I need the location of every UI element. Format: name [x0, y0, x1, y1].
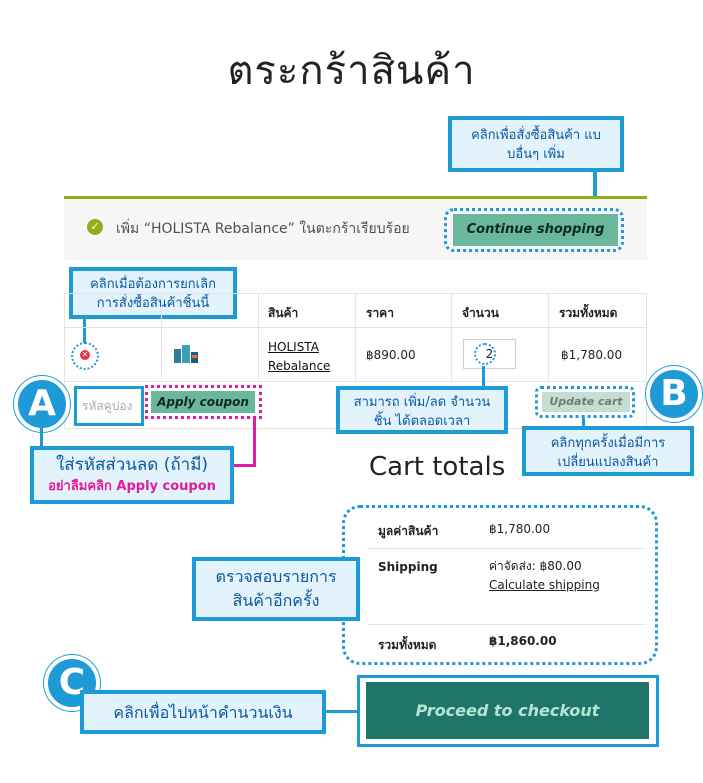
table-divider	[64, 327, 647, 328]
update-hint-text: คลิกทุกครั้งเมื่อมีการ เปลี่ยนแปลงสินค้า	[550, 436, 666, 470]
table-divider	[64, 381, 647, 382]
remove-item-icon[interactable]: ✕	[80, 350, 90, 360]
calculate-shipping-link[interactable]: Calculate shipping	[489, 578, 600, 592]
totals-divider	[368, 624, 646, 625]
table-divider	[355, 293, 356, 381]
subtotal-label: มูลค่าสินค้า	[378, 524, 439, 538]
callout-connector	[582, 418, 585, 426]
page-title: ตระกร้าสินค้า	[227, 48, 476, 94]
row-subtotal: ฿1,780.00	[561, 348, 623, 362]
coupon-highlight	[74, 386, 144, 426]
remove-highlight	[71, 342, 99, 370]
update-hint-callout: คลิกทุกครั้งเมื่อมีการ เปลี่ยนแปลงสินค้า	[522, 426, 694, 476]
quantity-hint-text: สามารถ เพิ่ม/ลด จำนวนชิ้น ได้ตลอดเวลา	[353, 395, 491, 429]
step-badge-b: B	[646, 366, 702, 422]
table-divider	[548, 293, 549, 381]
coupon-hint-callout: ใส่รหัสส่วนลด (ถ้ามี) อย่าลืมคลิก Apply …	[30, 446, 234, 504]
subtotal-value: ฿1,780.00	[489, 522, 551, 536]
product-name-link[interactable]: HOLISTA Rebalance	[268, 340, 331, 373]
total-value: ฿1,860.00	[489, 634, 557, 648]
callout-connector	[253, 417, 256, 467]
total-label: รวมทั้งหมด	[378, 638, 437, 652]
update-cart-button[interactable]: Update cart	[542, 392, 630, 412]
shipping-label: Shipping	[378, 560, 438, 574]
callout-connector	[228, 464, 256, 467]
table-divider	[161, 293, 162, 381]
header-total: รวมทั้งหมด	[559, 306, 618, 320]
shipping-value: ค่าจัดส่ง: ฿80.00	[489, 559, 582, 573]
continue-shopping-button[interactable]: Continue shopping	[453, 214, 618, 246]
header-quantity: จำนวน	[462, 306, 499, 320]
header-product: สินค้า	[268, 306, 299, 320]
apply-highlight	[145, 385, 262, 419]
totals-hint-text: ตรวจสอบรายการ สินค้าอีกครั้ง	[215, 567, 337, 610]
callout-connector	[40, 428, 43, 446]
table-divider	[258, 293, 259, 381]
header-price: ราคา	[366, 306, 394, 320]
coupon-hint-sub: อย่าลืมคลิก Apply coupon	[48, 479, 216, 494]
apply-coupon-button[interactable]: Apply coupon	[151, 391, 255, 413]
continue-hint-callout: คลิกเพื่อสั่งซื้อสินค้า แบบอื่นๆ เพิ่ม	[448, 116, 624, 172]
table-divider	[451, 293, 452, 381]
quantity-hint-callout: สามารถ เพิ่ม/ลด จำนวนชิ้น ได้ตลอดเวลา	[336, 386, 508, 434]
totals-hint-callout: ตรวจสอบรายการ สินค้าอีกครั้ง	[192, 557, 360, 621]
product-thumbnail[interactable]	[172, 343, 200, 365]
coupon-input[interactable]: รหัสคูปอง	[80, 392, 140, 420]
checkout-highlight	[357, 675, 659, 747]
step-badge-a: A	[14, 376, 70, 432]
checkout-hint-callout: คลิกเพื่อไปหน้าคำนวนเงิน	[80, 690, 326, 734]
continue-highlight	[444, 208, 624, 252]
proceed-to-checkout-button[interactable]: Proceed to checkout	[366, 682, 649, 739]
callout-connector	[83, 319, 86, 343]
callout-connector	[482, 366, 485, 386]
coupon-hint-title: ใส่รหัสส่วนลด (ถ้ามี)	[55, 455, 209, 475]
quantity-highlight	[474, 343, 496, 365]
remove-hint-text: คลิกเมื่อต้องการยกเลิก การสั่งซื้อสินค้า…	[90, 277, 216, 311]
continue-hint-text: คลิกเพื่อสั่งซื้อสินค้า แบบอื่นๆ เพิ่ม	[471, 128, 601, 162]
product-price: ฿890.00	[366, 348, 416, 362]
callout-connector	[326, 710, 358, 713]
check-icon: ✓	[87, 219, 103, 235]
update-highlight	[535, 386, 635, 418]
checkout-hint-text: คลิกเพื่อไปหน้าคำนวนเงิน	[113, 703, 293, 722]
cart-totals-title: Cart totals	[369, 452, 506, 482]
callout-connector	[593, 172, 597, 208]
totals-divider	[368, 548, 646, 549]
notice-message: เพิ่ม “HOLISTA Rebalance” ในตะกร้าเรียบร…	[116, 221, 410, 237]
